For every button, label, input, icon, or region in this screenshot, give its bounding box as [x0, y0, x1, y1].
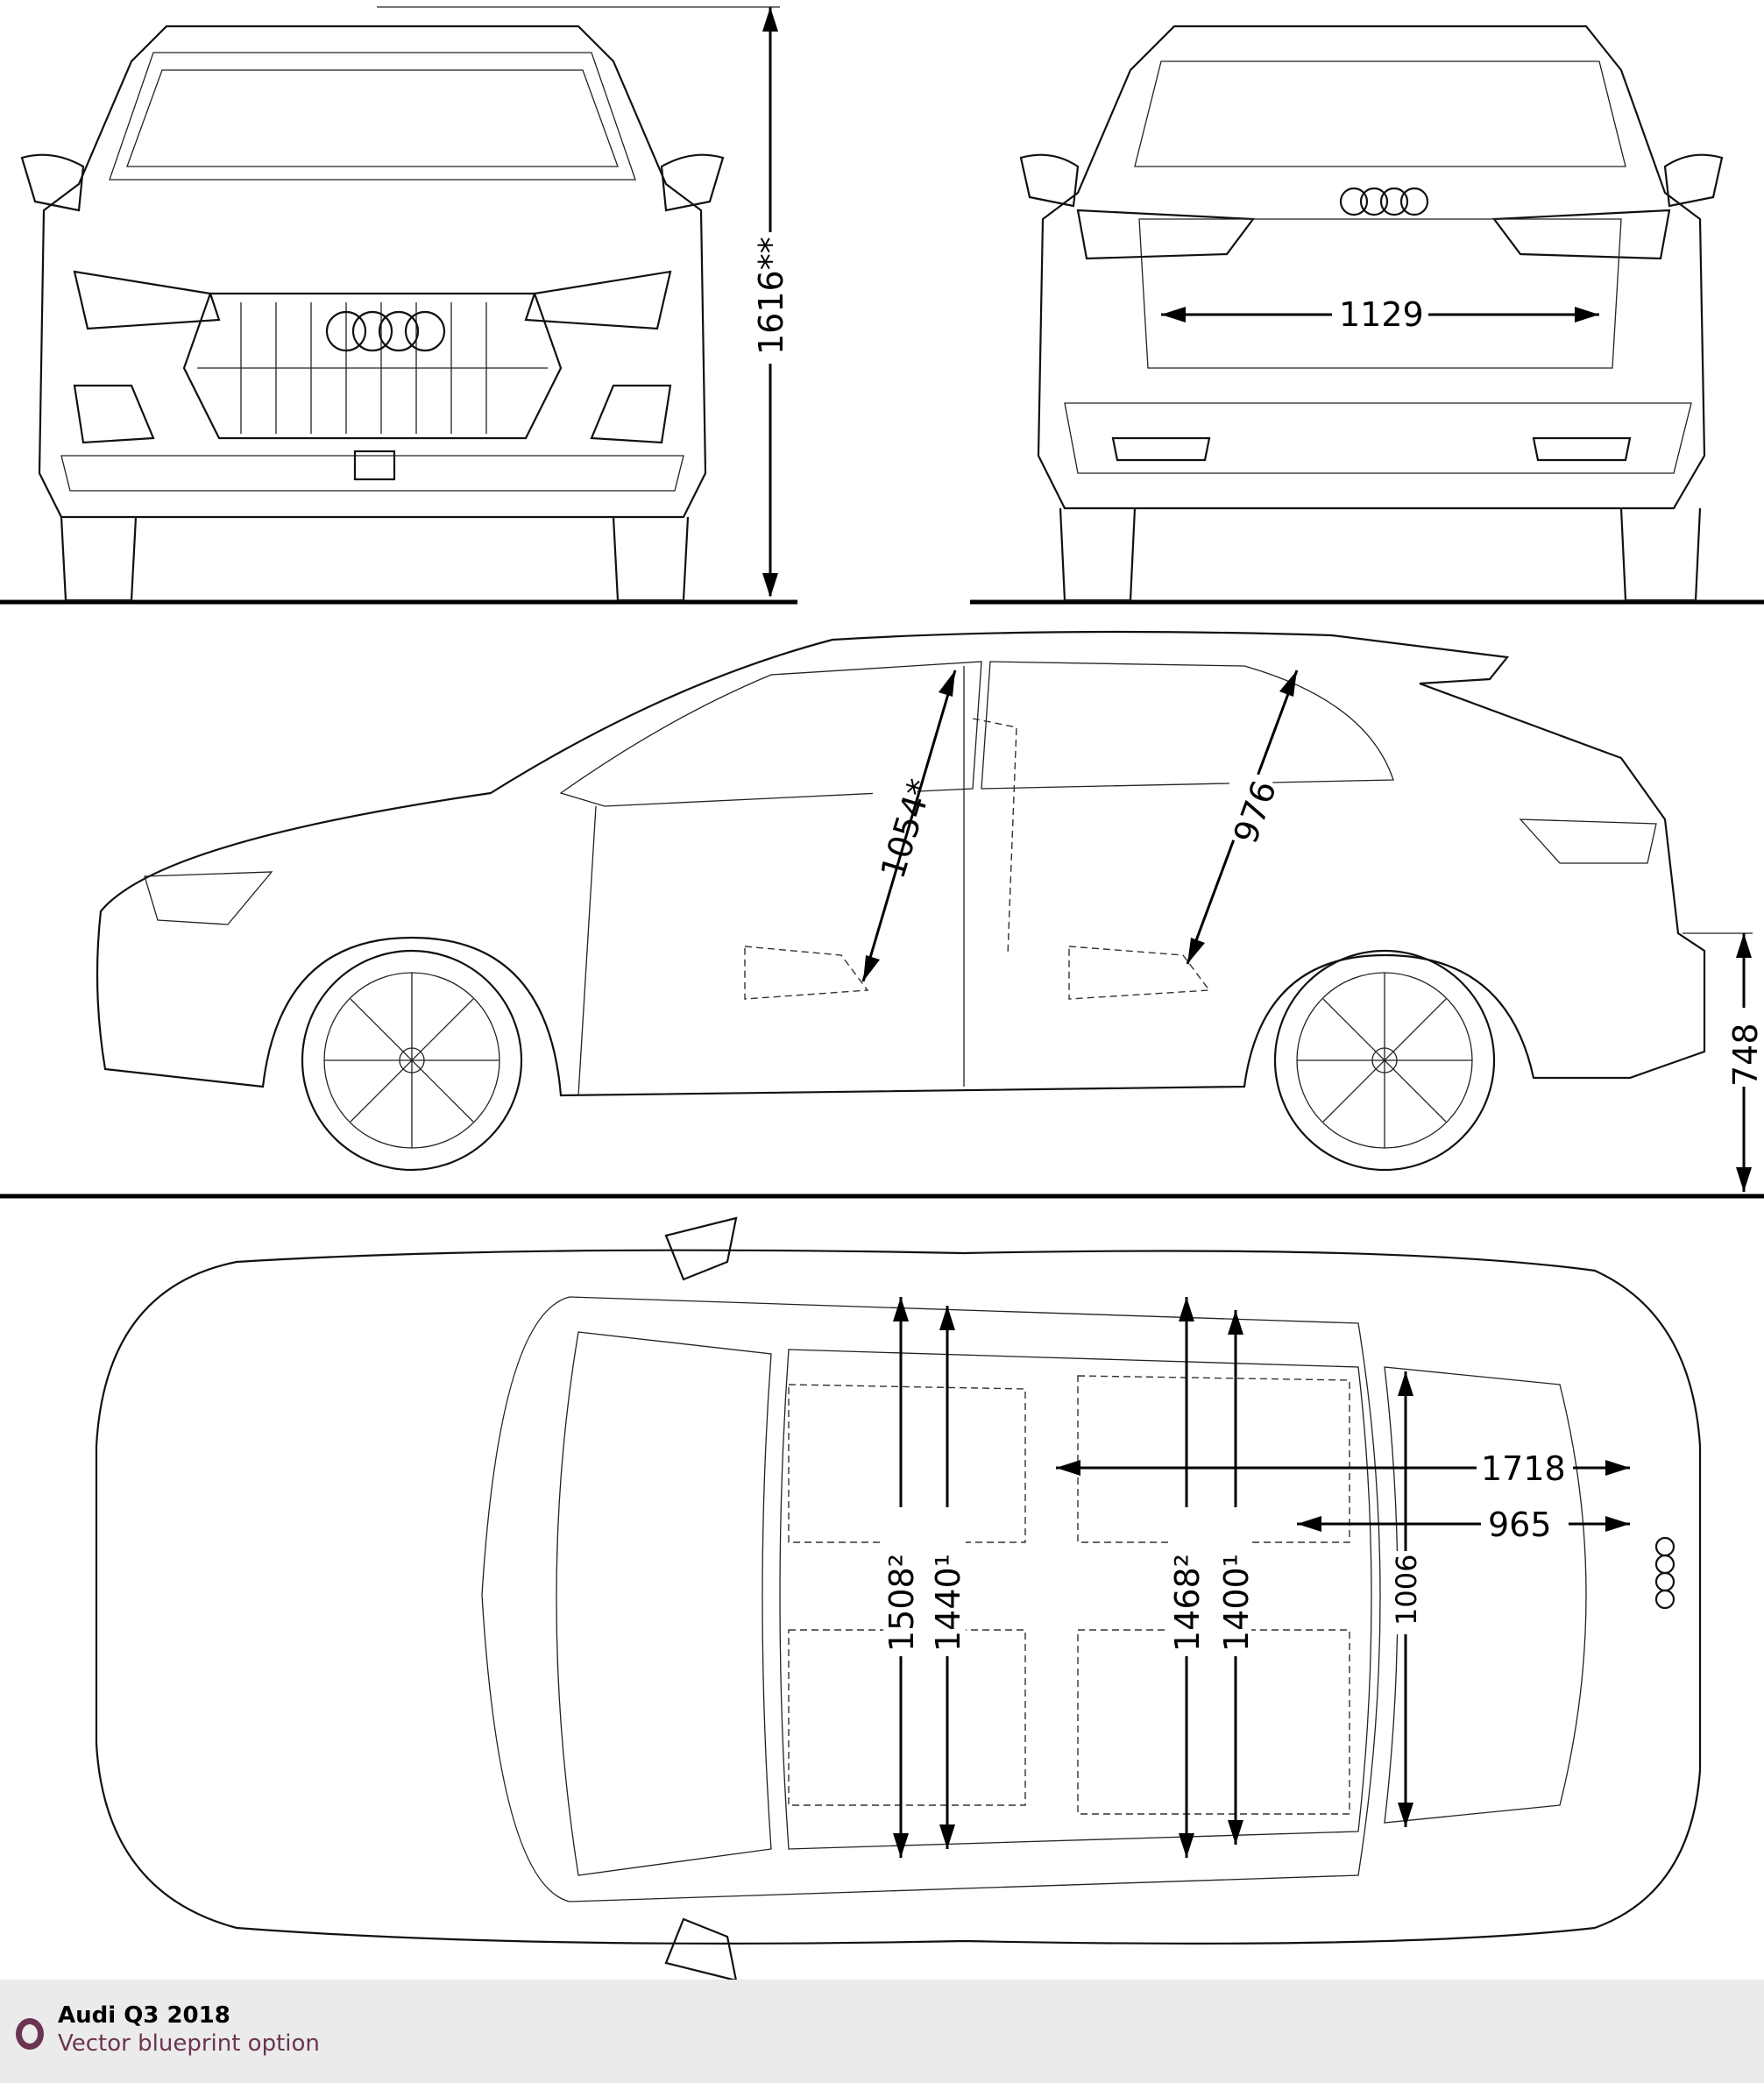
dim-rear-shoulder: 1468²	[1168, 1554, 1207, 1652]
side-view: 1054* 976 748	[0, 630, 1764, 1199]
top-view: 1508² 1440¹ 1468² 1400¹ 1718 965 1006	[95, 1216, 1702, 1980]
blueprint-drawing: 1616** 1129	[0, 6, 1764, 1980]
dim-load-length: 965	[1488, 1506, 1552, 1544]
dim-rear-width: 1129	[1339, 295, 1424, 334]
dim-load-length-max: 1718	[1481, 1449, 1566, 1488]
dim-load-width: 1006	[1390, 1555, 1423, 1626]
brand-logo-icon	[16, 2018, 44, 2050]
rear-view: 1129	[970, 25, 1764, 605]
footer-subtitle: Vector blueprint option	[58, 2030, 320, 2057]
footer: Audi Q3 2018 Vector blueprint option	[0, 1980, 1764, 2083]
dim-front-shoulder: 1508²	[882, 1554, 921, 1652]
dim-front-height: 1616**	[752, 237, 790, 355]
dim-load-sill-height: 748	[1726, 1023, 1764, 1087]
front-view: 1616**	[0, 6, 797, 605]
dim-front-elbow: 1440¹	[929, 1554, 967, 1652]
dim-rear-elbow: 1400¹	[1217, 1554, 1256, 1652]
footer-title: Audi Q3 2018	[58, 2002, 230, 2029]
